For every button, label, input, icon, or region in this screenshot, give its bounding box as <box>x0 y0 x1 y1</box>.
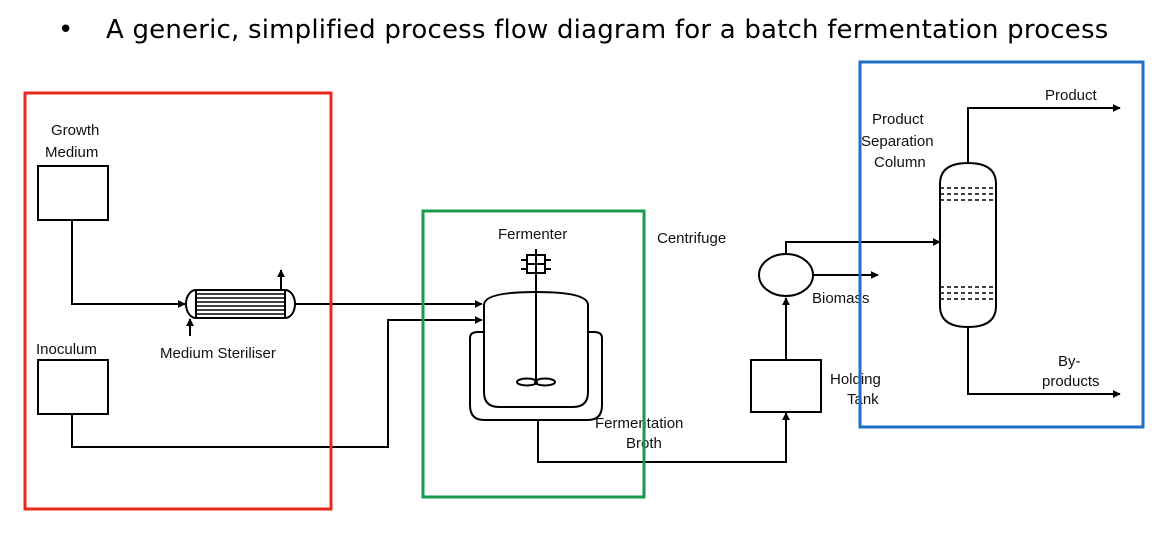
byproducts-label-line2: products <box>1042 373 1100 390</box>
bullet-point: • <box>58 15 74 45</box>
biomass-label: Biomass <box>812 290 870 307</box>
line-column-to-product <box>967 104 1121 163</box>
line-column-to-byproducts <box>967 327 1121 398</box>
column-label-line3: Column <box>874 154 926 171</box>
growth-medium-label-line2: Medium <box>45 144 98 161</box>
centrifuge-label: Centrifuge <box>657 230 726 247</box>
slide-headline: • A generic, simplified process flow dia… <box>58 12 1120 49</box>
fermenter-label: Fermenter <box>498 226 567 243</box>
byproducts-label-line1: By- <box>1058 353 1081 370</box>
holding-tank-label-line1: Holding <box>830 371 881 388</box>
medium-steriliser-label: Medium Steriliser <box>160 345 276 362</box>
growth-medium-tank <box>37 165 109 221</box>
fermenter-vessel <box>469 249 603 421</box>
fermentation-broth-label-line1: Fermentation <box>595 415 683 432</box>
separation-section-highlight <box>858 60 1145 429</box>
growth-medium-label-line1: Growth <box>51 122 99 139</box>
product-separation-column <box>939 161 997 329</box>
inoculum-label: Inoculum <box>36 341 97 358</box>
line-inoculum-to-fermenter <box>71 316 483 448</box>
feed-section-highlight <box>23 91 333 511</box>
column-label-line1: Product <box>872 111 925 128</box>
line-centrifuge-to-column <box>785 238 941 254</box>
product-label: Product <box>1045 87 1098 104</box>
fermentation-section-highlight <box>421 209 646 499</box>
holding-tank <box>750 359 822 413</box>
medium-steriliser <box>185 289 296 319</box>
centrifuge <box>758 253 814 297</box>
column-label-line2: Separation <box>861 133 934 150</box>
line-medium-to-steriliser <box>71 220 186 308</box>
holding-tank-label-line2: Tank <box>847 391 879 408</box>
line-fermenter-to-holding-tank <box>537 412 790 463</box>
inoculum-tank <box>37 359 109 415</box>
headline-text: A generic, simplified process flow diagr… <box>106 15 1109 45</box>
